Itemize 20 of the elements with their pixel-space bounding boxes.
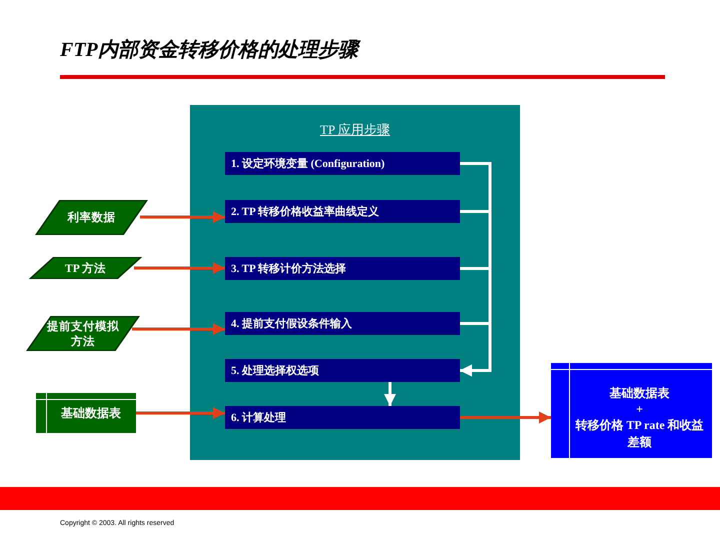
flow-arrow <box>460 322 492 376</box>
step-box: 2. TP 转移价格收益率曲线定义 <box>225 200 460 223</box>
input-arrow <box>136 407 225 419</box>
input-arrow <box>460 412 551 424</box>
input-arrow <box>140 211 225 223</box>
table-box: 基础数据表 <box>36 393 136 433</box>
input-arrow <box>132 323 225 335</box>
flow-arrow <box>384 382 396 406</box>
step-box: 1. 设定环境变量 (Configuration) <box>225 152 460 175</box>
panel-title: TP 应用步骤 <box>319 121 391 139</box>
step-box: 3. TP 转移计价方法选择 <box>225 257 460 280</box>
step-box: 4. 提前支付假设条件输入 <box>225 312 460 335</box>
input-parallelogram: 提前支付模拟方法 <box>26 316 140 351</box>
output-table-box: 基础数据表 + 转移价格 TP rate 和收益差额 <box>551 363 712 458</box>
panel-background <box>190 105 520 460</box>
step-box: 6. 计算处理 <box>225 406 460 429</box>
input-arrow <box>134 262 225 274</box>
input-parallelogram: 利率数据 <box>35 200 148 235</box>
input-parallelogram: TP 方法 <box>29 257 142 279</box>
step-box: 5. 处理选择权选项 <box>225 359 460 382</box>
